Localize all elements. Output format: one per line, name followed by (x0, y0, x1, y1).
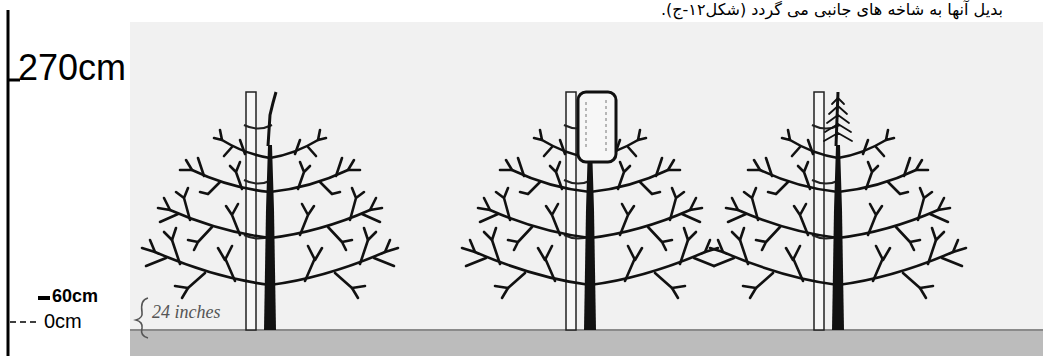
scale-label: 60cm (52, 287, 98, 307)
caption-text: بدیل آنها به شاخه های جانبی می گردد (شکل… (661, 1, 1003, 19)
scale-label: 0cm (44, 310, 82, 332)
dimension-label: 24 inches (152, 303, 220, 323)
scale-label: 270cm (18, 48, 126, 88)
